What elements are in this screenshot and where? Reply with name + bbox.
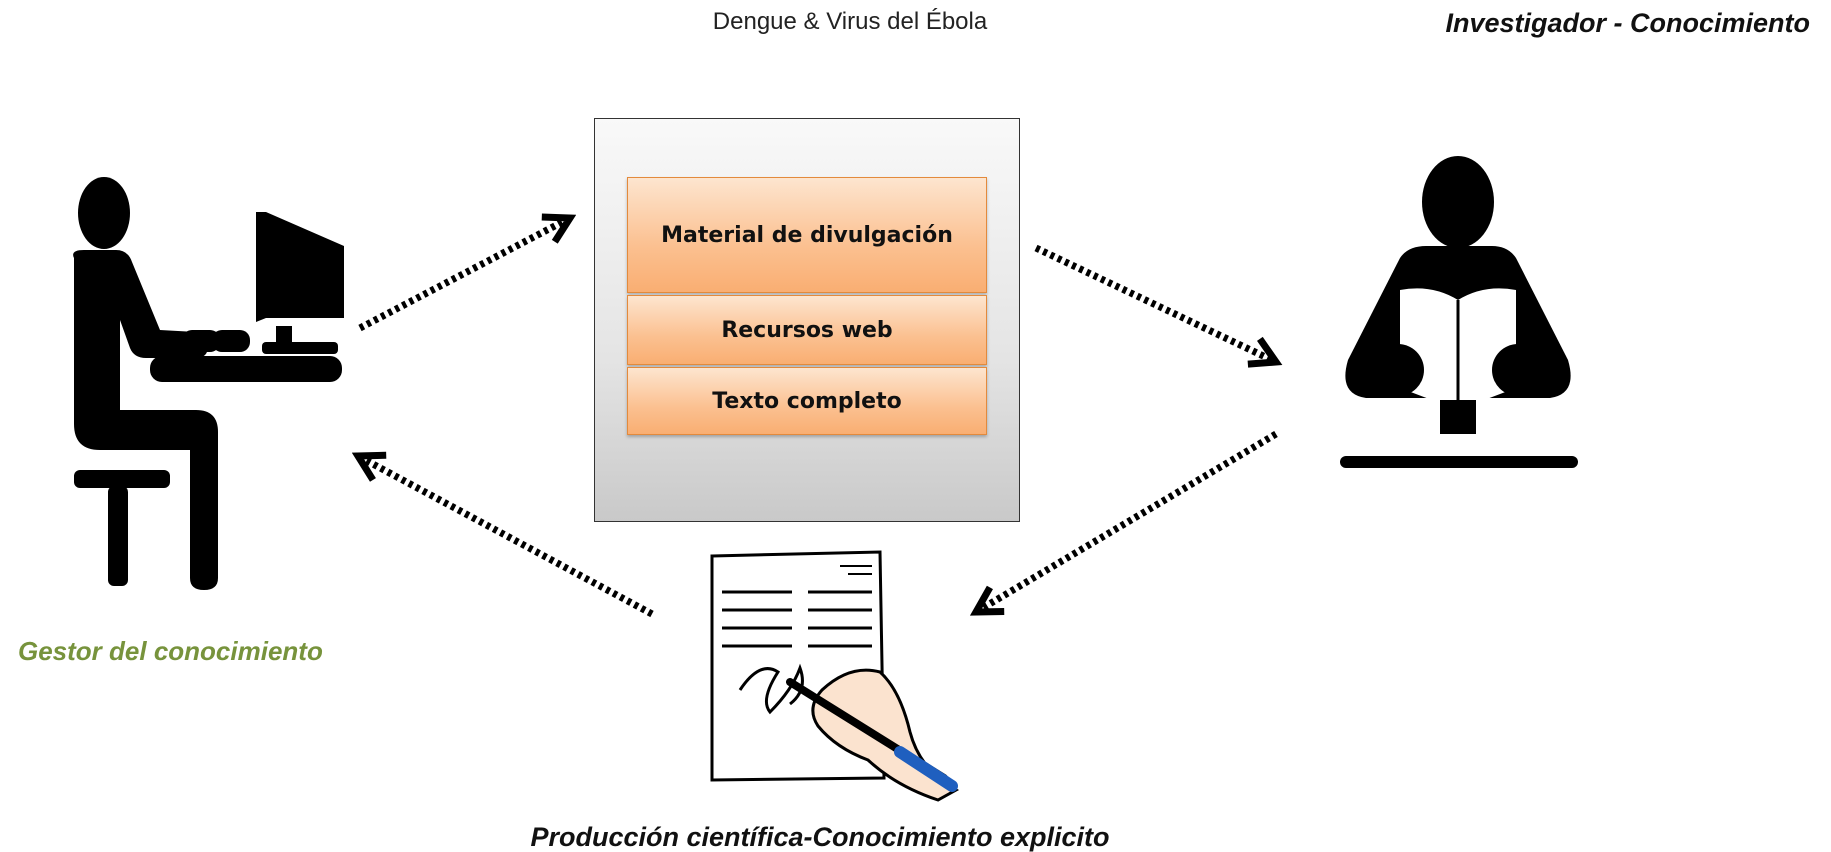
diagram-title: Dengue & Virus del Ébola [712, 8, 988, 35]
resources-container: Material de divulgación Recursos web Tex… [594, 118, 1020, 522]
person-reading-icon [1340, 156, 1578, 468]
researcher-title: Investigador - Conocimiento [1445, 8, 1810, 38]
arrow-manager-to-box [358, 213, 577, 332]
manager-label: Gestor del conocimiento [18, 636, 323, 666]
resource-material-divulgacion: Material de divulgación [627, 177, 987, 293]
person-at-computer-icon [73, 177, 344, 590]
signing-document-icon [710, 550, 960, 802]
production-label: Producción científica-Conocimiento expli… [530, 822, 1110, 852]
arrow-researcher-to-document [969, 430, 1278, 616]
resource-texto-completo: Texto completo [627, 367, 987, 435]
resource-recursos-web: Recursos web [627, 295, 987, 365]
arrow-box-to-researcher [1034, 244, 1283, 368]
